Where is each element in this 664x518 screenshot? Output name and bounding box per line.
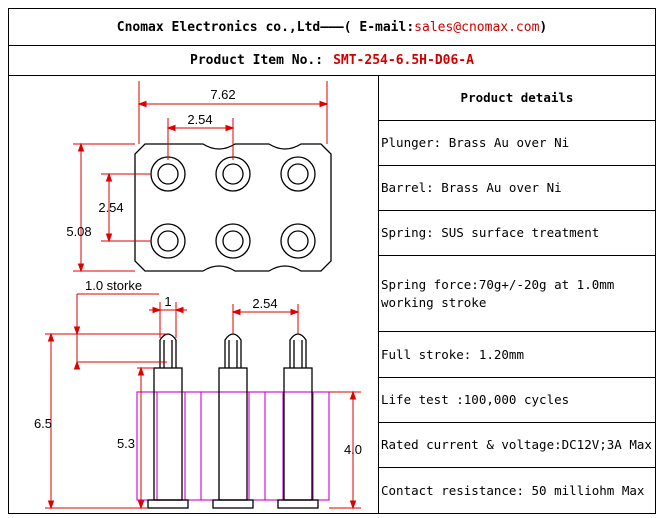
details-title: Product details xyxy=(379,76,655,121)
insulator-body xyxy=(136,391,330,501)
dim-pitch-side-label: 2.54 xyxy=(98,200,123,215)
header-close: ) xyxy=(539,19,548,35)
product-details-table: Product details Plunger: Brass Au over N… xyxy=(379,76,655,513)
detail-spring-force: Spring force:70g+/-20g at 1.0mm working … xyxy=(379,256,655,332)
detail-life-test: Life test :100,000 cycles xyxy=(379,378,655,423)
pin-hole-inner xyxy=(157,230,179,252)
product-label: Product Item No.: xyxy=(190,53,324,68)
detail-contact-resistance: Contact resistance: 50 milliohm Max xyxy=(381,482,645,498)
dim-pitch-top-label: 2.54 xyxy=(187,112,212,127)
pin-hole-inner xyxy=(157,163,179,185)
pin-hole-outer xyxy=(280,156,316,192)
pin-hole-outer xyxy=(150,156,186,192)
drawing-svg: 7.62 2.54 5.08 2.54 xyxy=(34,81,362,510)
header-row: Cnomax Electronics co.,Ltd———( E-mail: s… xyxy=(9,9,655,46)
pin-hole-outer xyxy=(150,223,186,259)
dim-barrel-label: 5.3 xyxy=(117,436,135,451)
dim-height-label: 5.08 xyxy=(66,224,91,239)
pin-hole-inner xyxy=(287,230,309,252)
product-row: Product Item No.: SMT-254-6.5H-D06-A xyxy=(9,46,655,76)
detail-rated-current: Rated current & voltage:DC12V;3A Max xyxy=(379,423,655,468)
product-item-number: SMT-254-6.5H-D06-A xyxy=(333,53,474,68)
dim-stroke-label: 1.0 storke xyxy=(85,278,142,293)
company-line: Cnomax Electronics co.,Ltd———( E-mail: xyxy=(116,19,415,35)
spec-sheet: Cnomax Electronics co.,Ltd———( E-mail: s… xyxy=(8,8,656,514)
detail-full-stroke: Full stroke: 1.20mm xyxy=(379,332,655,378)
detail-barrel: Barrel: Brass Au over Ni xyxy=(379,166,655,211)
pogo-pin xyxy=(147,333,189,509)
pin-hole-inner xyxy=(222,163,244,185)
pin-hole-outer xyxy=(215,156,251,192)
detail-spring: Spring: SUS surface treatment xyxy=(379,211,655,256)
pin-hole-outer xyxy=(215,223,251,259)
detail-plunger: Plunger: Brass Au over Ni xyxy=(379,121,655,166)
pin-hole-inner xyxy=(287,163,309,185)
dim-pitch-side-view-label: 2.54 xyxy=(252,296,277,311)
side-view: 1.0 storke 1 2.54 6.5 5.3 4.0 xyxy=(34,278,362,510)
dim-body-label: 4.0 xyxy=(344,442,362,457)
pin-hole-inner xyxy=(222,230,244,252)
pin-hole-outer xyxy=(280,223,316,259)
pogo-pin xyxy=(277,333,319,509)
top-view: 7.62 2.54 5.08 2.54 xyxy=(66,81,332,273)
dim-plunger-label: 1 xyxy=(164,294,171,309)
technical-drawing: 7.62 2.54 5.08 2.54 xyxy=(9,76,379,513)
dim-width-label: 7.62 xyxy=(210,87,235,102)
dim-total-height-label: 6.5 xyxy=(34,416,52,431)
email-link[interactable]: sales@cnomax.com xyxy=(414,19,540,35)
housing-outline xyxy=(134,143,332,272)
pogo-pin xyxy=(212,333,254,509)
